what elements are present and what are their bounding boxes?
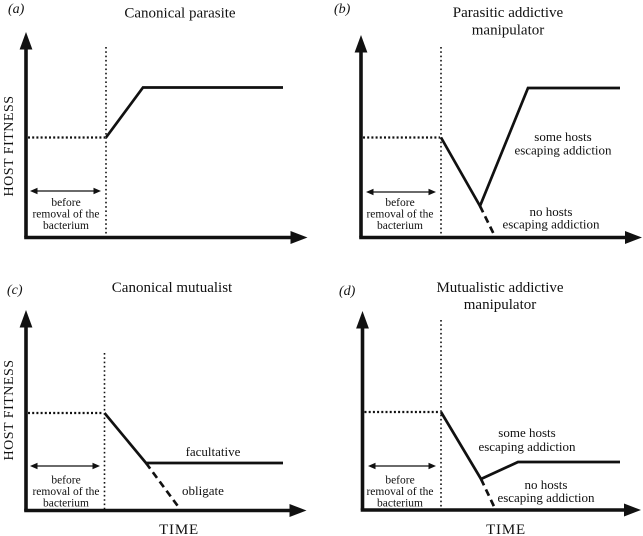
interval-arrowhead-right-icon	[428, 188, 436, 196]
obligate-dashed-curve	[144, 462, 182, 510]
y-axis-label: HOST FITNESS	[2, 95, 17, 196]
x-axis-label: TIME	[486, 522, 526, 536]
interval-label-line2: removal of the	[366, 486, 433, 498]
no-escape-dashed-curve	[478, 205, 495, 235]
panel-a-label: (a)	[8, 2, 25, 17]
panel-a: (a) Canonical parasite before removal of…	[2, 2, 308, 244]
interval-label-line1: before	[51, 197, 80, 209]
host-fitness-curve	[439, 86, 620, 210]
no-escape-dashed-curve	[479, 478, 496, 509]
interval-label-line3: bacterium	[43, 498, 89, 510]
y-axis-arrowhead-icon	[19, 310, 33, 328]
interval-label-line1: before	[385, 475, 414, 487]
interval-arrowhead-right-icon	[428, 462, 436, 470]
no-hosts-annotation-line1: no hosts	[530, 204, 573, 219]
some-hosts-annotation-line2: escaping addiction	[478, 439, 576, 454]
panel-b-title-line1: Parasitic addictive	[453, 5, 564, 21]
panel-b: (b) Parasitic addictive manipulator befo…	[334, 2, 642, 244]
interval-label-line3: bacterium	[377, 498, 423, 510]
interval-label-line2: removal of the	[366, 209, 433, 221]
x-axis-arrowhead-icon	[625, 231, 642, 244]
y-axis-label: HOST FITNESS	[2, 359, 17, 460]
y-axis-arrowhead-icon	[354, 35, 368, 53]
no-hosts-annotation-line2: escaping addiction	[502, 217, 600, 232]
panel-d: (d) Mutualistic addictive manipulator be…	[339, 280, 641, 536]
some-hosts-annotation-line1: some hosts	[498, 425, 555, 440]
panel-c-label: (c)	[7, 283, 23, 298]
panel-d-label: (d)	[339, 284, 356, 299]
obligate-annotation: obligate	[182, 483, 224, 498]
panel-c: (c) Canonical mutualist before removal o…	[2, 280, 307, 536]
no-hosts-annotation-line1: no hosts	[525, 477, 568, 492]
panel-d-title-line1: Mutualistic addictive	[436, 280, 563, 296]
x-axis-arrowhead-icon	[290, 231, 308, 244]
panel-b-label: (b)	[334, 2, 351, 17]
interval-label-line2: removal of the	[32, 209, 99, 221]
interval-arrowhead-left-icon	[366, 188, 374, 196]
x-axis-arrowhead-icon	[289, 504, 307, 517]
x-axis-label: TIME	[159, 522, 199, 536]
panel-c-title: Canonical mutualist	[112, 280, 233, 296]
panel-a-title: Canonical parasite	[124, 6, 236, 22]
panel-b-title-line2: manipulator	[472, 23, 544, 39]
interval-label-line1: before	[385, 197, 414, 209]
interval-arrowhead-left-icon	[30, 462, 38, 470]
no-hosts-annotation-line2: escaping addiction	[497, 490, 595, 505]
host-fitness-curve	[439, 411, 620, 481]
some-hosts-annotation-line2: escaping addiction	[514, 143, 612, 158]
x-axis-arrowhead-icon	[624, 503, 641, 517]
interval-label-line2: removal of the	[32, 486, 99, 498]
y-axis-arrowhead-icon	[356, 311, 369, 329]
interval-label-line3: bacterium	[43, 220, 89, 232]
interval-label-line1: before	[51, 475, 80, 487]
interval-arrowhead-left-icon	[368, 462, 376, 470]
interval-arrowhead-right-icon	[93, 187, 101, 195]
y-axis-arrowhead-icon	[19, 32, 33, 50]
interval-arrowhead-right-icon	[92, 462, 100, 470]
host-fitness-curve	[104, 86, 283, 139]
interval-arrowhead-left-icon	[30, 187, 38, 195]
panel-d-title-line2: manipulator	[464, 297, 536, 313]
interval-label-line3: bacterium	[377, 220, 423, 232]
some-hosts-annotation-line1: some hosts	[534, 129, 591, 144]
facultative-annotation: facultative	[186, 444, 241, 459]
